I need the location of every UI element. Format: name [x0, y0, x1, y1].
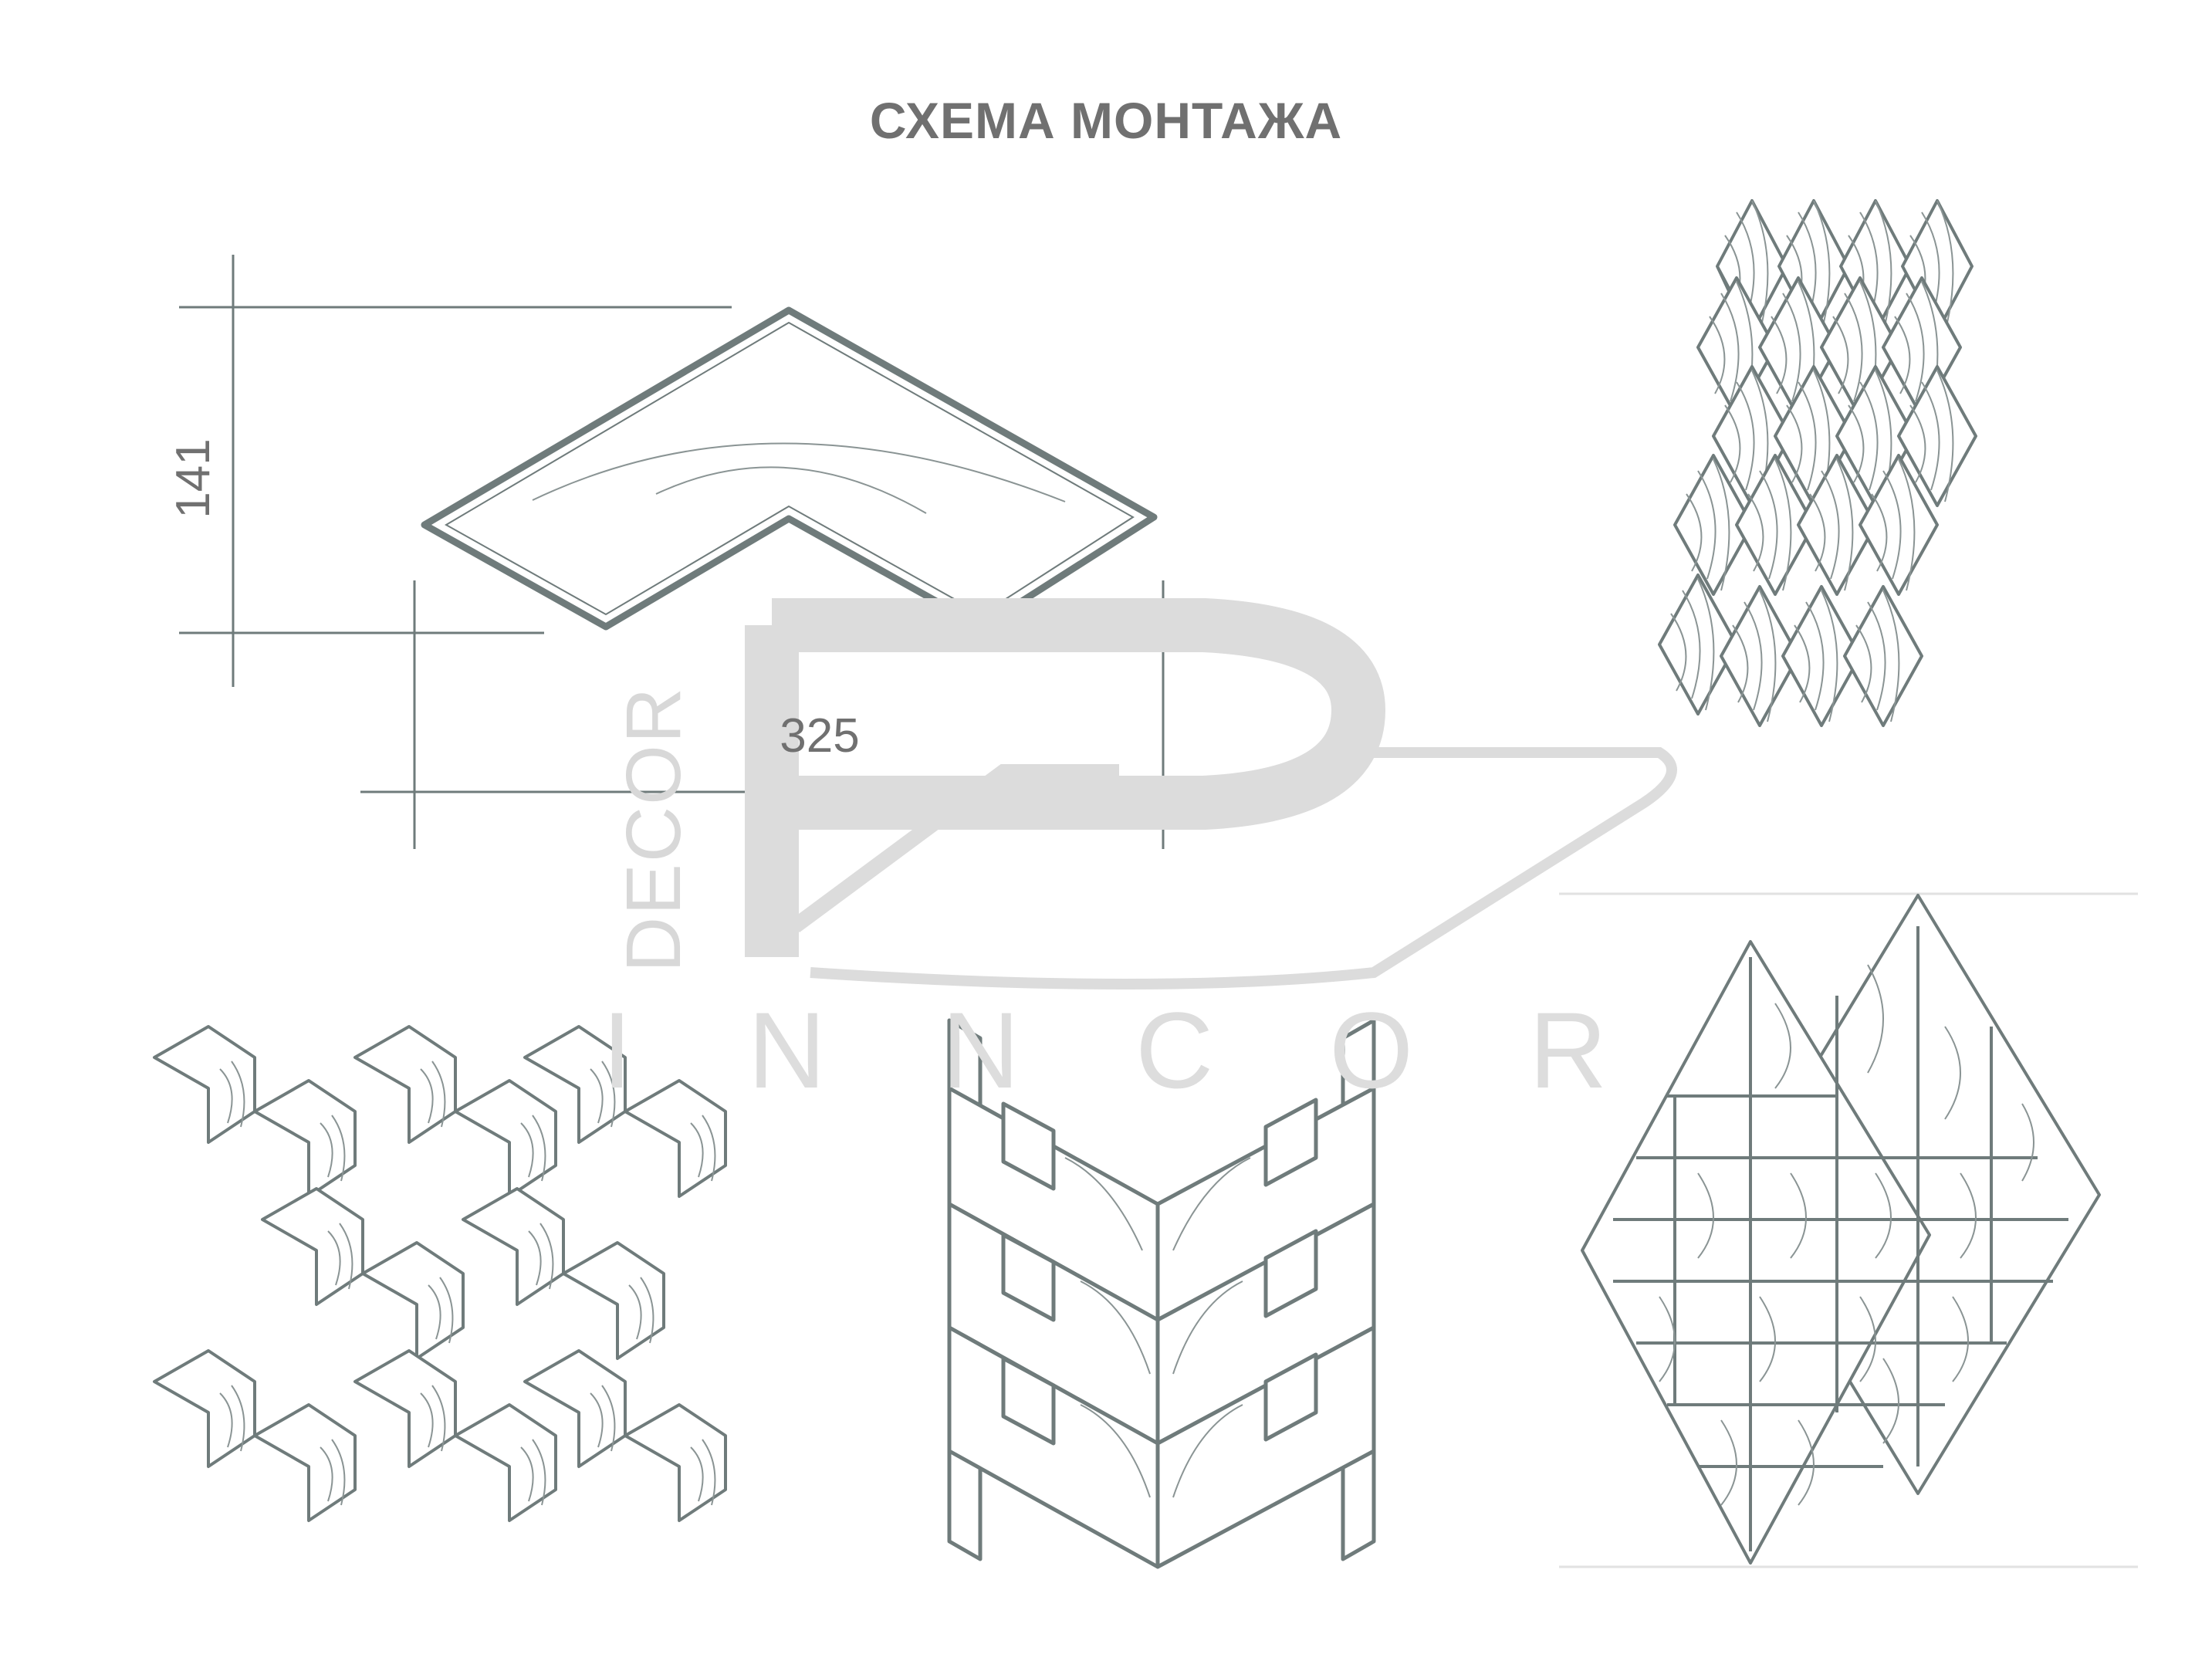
pattern-zigzag-rhombus: [1658, 199, 1977, 727]
watermark-logo: [745, 598, 1677, 989]
watermark-decor-text: DECOR: [610, 685, 697, 973]
pattern-corner-bricks: [947, 1018, 1376, 1569]
corner-bricks-grain: [1064, 1157, 1251, 1498]
watermark-inncor-text: INNCOR: [602, 989, 1723, 1111]
pattern-large-rhombus: [1581, 894, 2101, 1565]
page-title: СХЕМА МОНТАЖА: [869, 92, 1343, 149]
corner-tile-outline: [421, 306, 1158, 631]
width-dimension-label: 325: [780, 709, 860, 763]
height-dimension-label: 141: [166, 438, 220, 519]
separator-lines: [1559, 892, 2138, 1568]
